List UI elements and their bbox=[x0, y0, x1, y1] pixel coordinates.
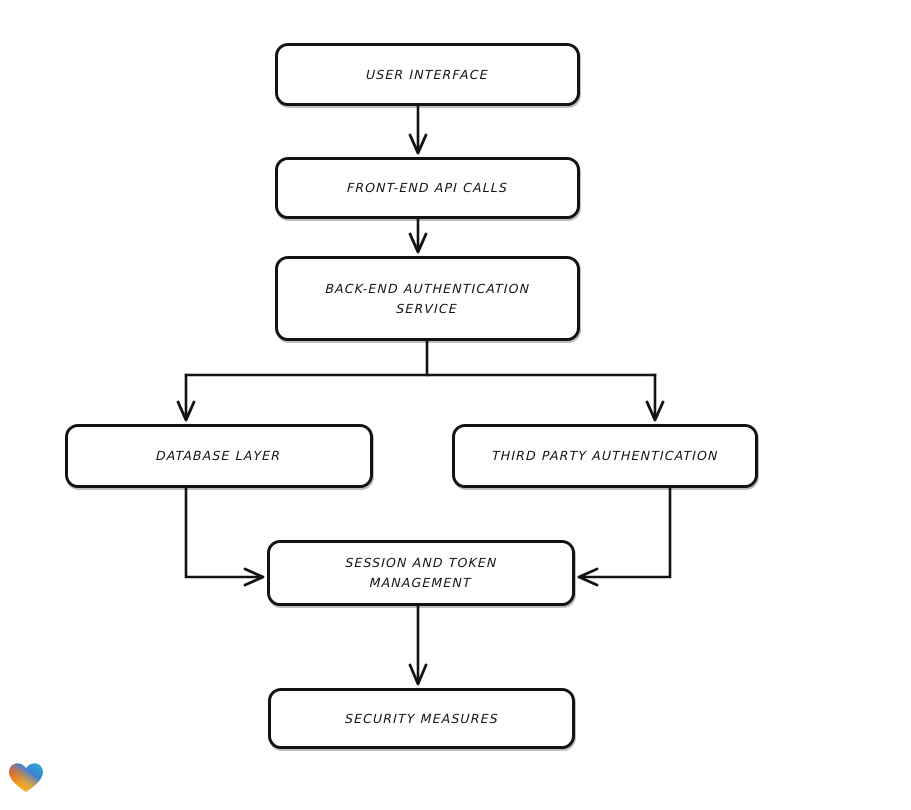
edge-backend-split-stem bbox=[184, 339, 657, 377]
edge-session-to-security bbox=[408, 604, 428, 686]
node-front-end-api-calls[interactable]: FRONT-END API CALLS bbox=[275, 157, 580, 219]
heart-icon-glyph bbox=[9, 763, 43, 793]
edge-api-to-backend bbox=[408, 217, 428, 254]
node-label: SESSION AND TOKEN MANAGEMENT bbox=[345, 555, 498, 590]
node-label: BACK-END AUTHENTICATION SERVICE bbox=[325, 280, 531, 316]
edge-backend-to-thirdparty bbox=[645, 373, 665, 422]
node-label: DATABASE LAYER bbox=[156, 448, 282, 463]
node-security-measures[interactable]: SECURITY MEASURES bbox=[268, 688, 575, 749]
node-label: USER INTERFACE bbox=[365, 66, 490, 82]
node-database-layer[interactable]: DATABASE LAYER bbox=[65, 424, 373, 488]
node-label: SECURITY MEASURES bbox=[344, 710, 499, 726]
edge-database-to-session bbox=[184, 486, 265, 587]
node-third-party-authentication[interactable]: THIRD PARTY AUTHENTICATION bbox=[452, 424, 758, 488]
node-back-end-authentication-service[interactable]: BACK-END AUTHENTICATION SERVICE bbox=[275, 256, 580, 341]
edge-ui-to-api bbox=[408, 104, 428, 155]
edge-thirdparty-to-session bbox=[577, 486, 672, 587]
node-label: FRONT-END API CALLS bbox=[346, 180, 509, 195]
heart-icon bbox=[8, 760, 44, 796]
node-label: THIRD PARTY AUTHENTICATION bbox=[491, 448, 719, 463]
node-session-and-token-management[interactable]: SESSION AND TOKEN MANAGEMENT bbox=[267, 540, 575, 606]
node-user-interface[interactable]: USER INTERFACE bbox=[275, 43, 580, 106]
edge-backend-to-database bbox=[176, 373, 196, 422]
